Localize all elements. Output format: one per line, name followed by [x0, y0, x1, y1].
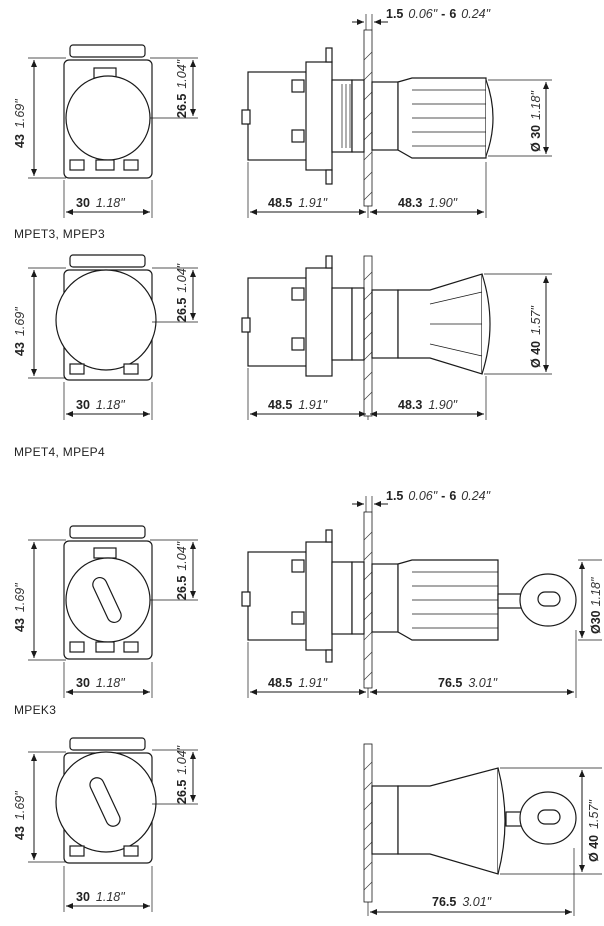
front-view-1 — [63, 44, 153, 179]
height-label-3: 431.69" — [13, 583, 27, 632]
diameter-label-2: Ø 401.57" — [529, 306, 543, 368]
front-view-2 — [55, 254, 157, 381]
caption-2: MPET4, MPEP4 — [14, 445, 105, 459]
front-view-4 — [55, 737, 157, 864]
side-view-1 — [241, 29, 494, 207]
caption-1: MPET3, MPEP3 — [14, 227, 105, 241]
side-view-4 — [363, 743, 577, 903]
height-label-4: 431.69" — [13, 791, 27, 840]
half-label-4: 26.51.04" — [175, 745, 189, 804]
diameter-label-4: Ø 401.57" — [587, 800, 601, 862]
half-label-3: 26.51.04" — [175, 541, 189, 600]
side-view-2 — [241, 255, 491, 417]
height-label-2: 431.69" — [13, 307, 27, 356]
diameter-label-3: Ø301.18" — [589, 577, 603, 634]
caption-3: MPEK3 — [14, 703, 56, 717]
half-label-1: 26.51.04" — [175, 59, 189, 118]
front-view-3 — [63, 525, 153, 660]
diameter-label-1: Ø 301.18" — [529, 91, 543, 152]
height-label-1: 431.69" — [13, 99, 27, 148]
side-view-3 — [241, 511, 577, 689]
half-label-2: 26.51.04" — [175, 263, 189, 322]
